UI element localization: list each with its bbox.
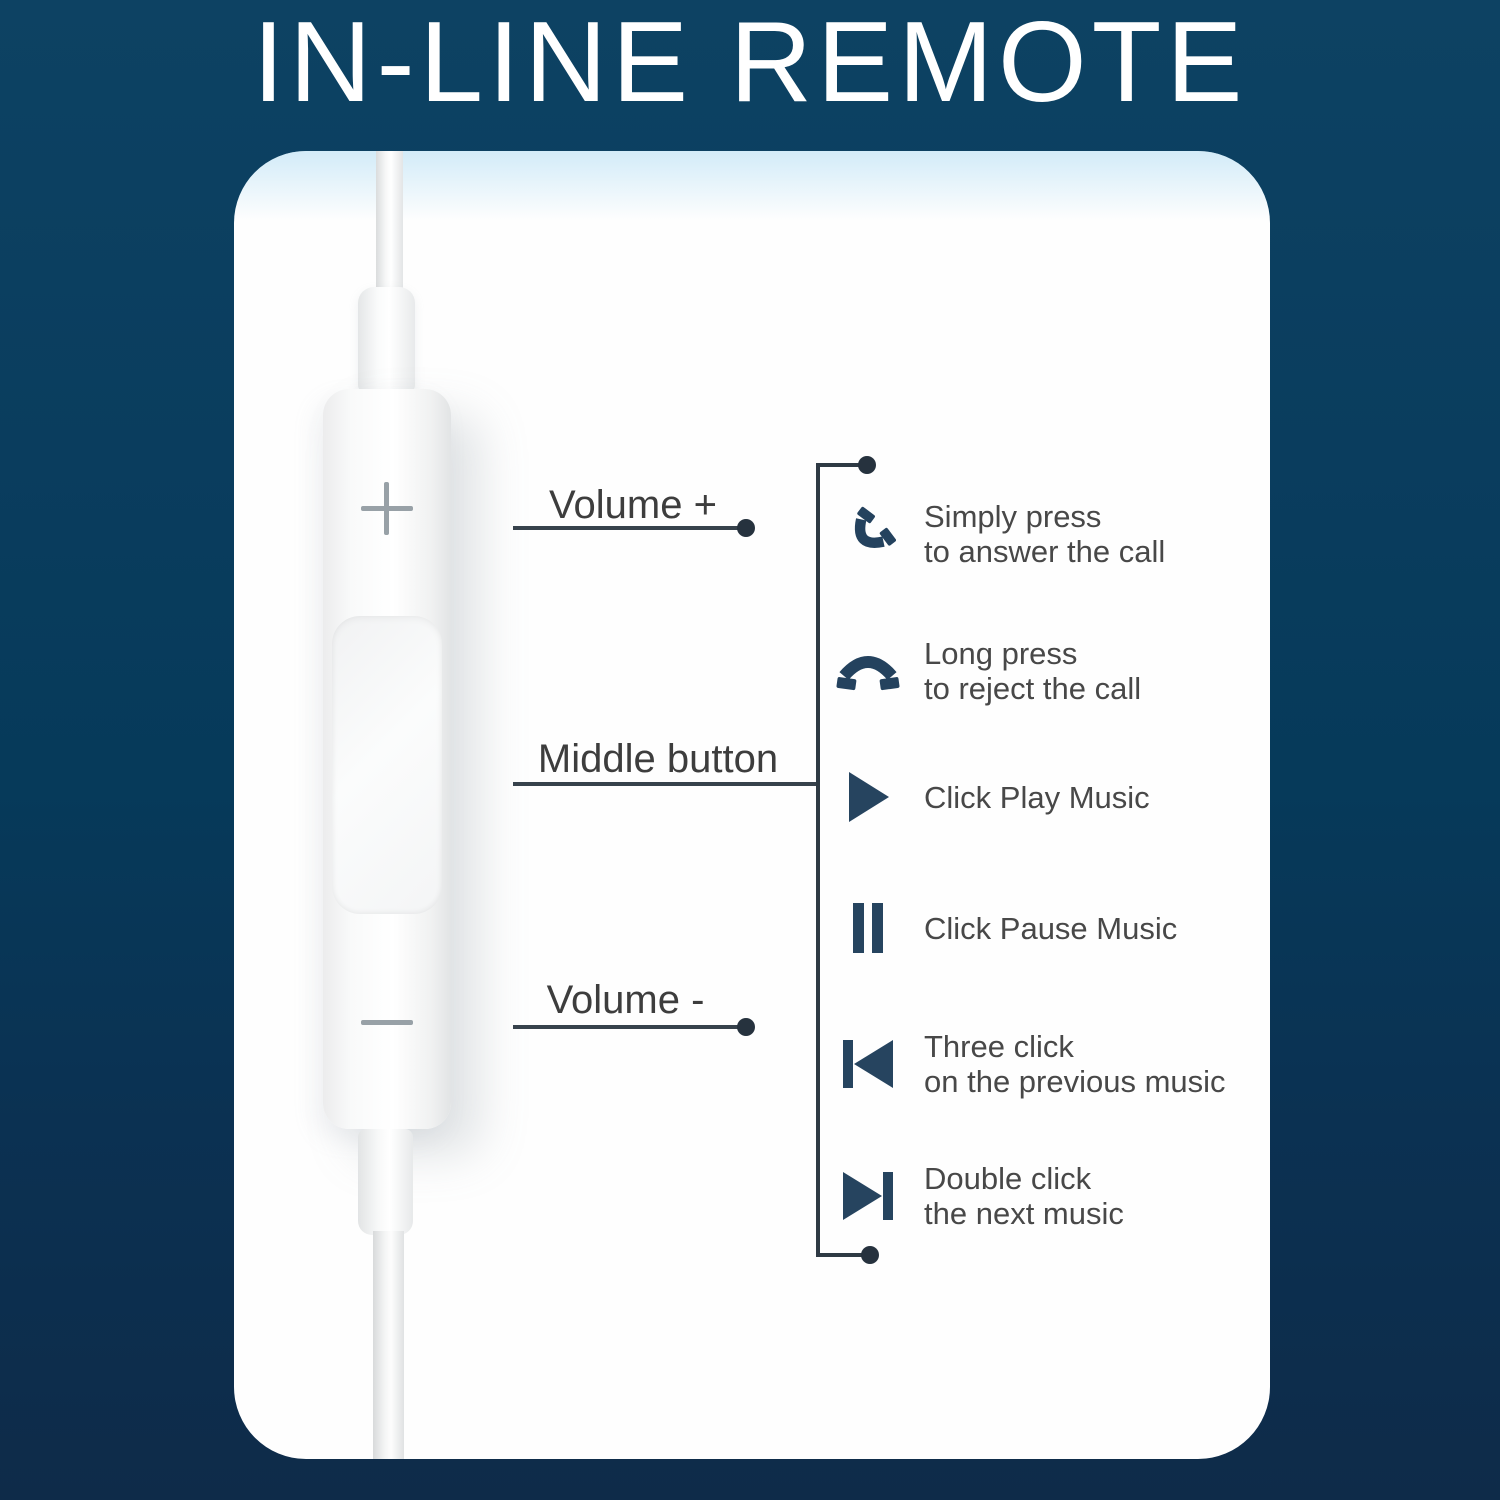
action-row-next-track: Double click the next music <box>836 1161 1124 1231</box>
volume-down-minus-symbol <box>361 1020 413 1025</box>
action-text-line: Simply press <box>924 499 1102 534</box>
label-middle-button: Middle button <box>537 737 779 781</box>
action-text: Three click on the previous music <box>924 1029 1226 1099</box>
action-row-reject-call: Long press to reject the call <box>836 636 1141 706</box>
cable-strain-relief <box>358 1129 413 1235</box>
page-title: IN-LINE REMOTE <box>252 0 1248 126</box>
action-row-pause: Click Pause Music <box>836 903 1177 953</box>
next-track-icon <box>836 1172 900 1220</box>
action-text-line: Three click <box>924 1029 1074 1064</box>
label-volume-up: Volume + <box>549 483 717 527</box>
action-text: Long press to reject the call <box>924 636 1141 706</box>
callout-line-volume-up <box>513 526 746 530</box>
label-volume-down: Volume - <box>546 978 705 1022</box>
action-text: Click Pause Music <box>924 911 1177 946</box>
product-card <box>234 151 1270 1459</box>
action-text-line: Long press <box>924 636 1078 671</box>
bracket-top-connector <box>816 463 868 467</box>
bracket-bottom-connector <box>816 1253 870 1257</box>
action-text: Double click the next music <box>924 1161 1124 1231</box>
pause-icon <box>836 903 900 953</box>
action-row-previous-track: Three click on the previous music <box>836 1029 1226 1099</box>
bracket-top-dot <box>858 456 876 474</box>
cable-connector-sleeve <box>358 287 415 393</box>
action-text-line: on the previous music <box>924 1064 1226 1099</box>
callout-dot-volume-up <box>737 519 755 537</box>
action-row-play: Click Play Music <box>836 772 1150 822</box>
action-text: Click Play Music <box>924 780 1150 815</box>
earphone-cable-bottom <box>373 1231 404 1459</box>
action-row-answer-call: Simply press to answer the call <box>836 499 1165 569</box>
volume-up-plus-symbol <box>384 482 389 535</box>
earphone-cable-top <box>376 151 403 293</box>
action-text-line: Click Play Music <box>924 779 1150 815</box>
photo-background-tint <box>234 151 1270 221</box>
action-text: Simply press to answer the call <box>924 499 1165 569</box>
callout-line-middle-button <box>513 782 820 786</box>
bracket-bottom-dot <box>861 1246 879 1264</box>
action-text-line: Click Pause Music <box>924 910 1178 946</box>
answer-call-icon <box>836 506 900 562</box>
callout-dot-volume-down <box>737 1018 755 1036</box>
action-text-line: to answer the call <box>924 534 1166 569</box>
bracket-vertical-line <box>816 463 820 1257</box>
middle-button-panel <box>332 616 442 914</box>
action-text-line: Double click <box>924 1161 1092 1196</box>
play-icon <box>836 772 900 822</box>
action-text-line: to reject the call <box>924 671 1142 706</box>
previous-track-icon <box>836 1040 900 1088</box>
action-text-line: the next music <box>924 1196 1124 1231</box>
reject-call-icon <box>836 648 900 694</box>
callout-line-volume-down <box>513 1025 746 1029</box>
